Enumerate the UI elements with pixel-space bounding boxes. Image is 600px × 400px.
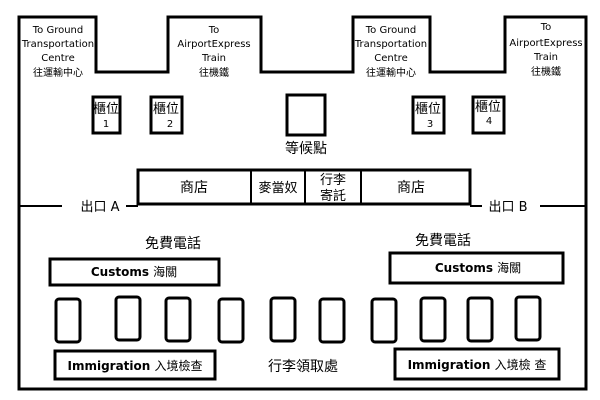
baggage-carousels — [54, 295, 542, 344]
counter-2: 櫃位 2 — [149, 95, 184, 135]
immigration-label-zh: 入境檢 查 — [495, 357, 547, 372]
exit-label-line: Transportation — [354, 39, 427, 50]
customs-label-en: Customs — [435, 261, 497, 275]
counter-number: 1 — [103, 119, 109, 130]
counter-box — [471, 95, 506, 135]
exit-airport-express-right: To AirportExpress Train 往機鐵 — [509, 22, 582, 78]
exit-label-line: 往機鐵 — [531, 65, 561, 78]
baggage-carousel — [370, 297, 398, 344]
customs-label-zh: 海關 — [497, 260, 521, 275]
counter-box — [91, 95, 122, 135]
exit-label-line: AirportExpress — [509, 38, 582, 49]
customs-label-zh: 海關 — [153, 264, 177, 279]
luggage-storage-label-line1: 行李 — [320, 173, 346, 188]
baggage-carousel — [114, 295, 142, 342]
immigration-box — [393, 347, 561, 381]
immigration-left: Immigration 入境檢查 — [53, 349, 217, 381]
baggage-carousel — [318, 297, 346, 344]
hall-outline — [17, 15, 588, 391]
exit-a-label: 出口 A — [80, 200, 119, 215]
customs-box — [388, 251, 565, 285]
meeting-point-box — [285, 93, 327, 137]
baggage-carousel — [54, 297, 82, 344]
exit-label-line: Transportation — [21, 39, 94, 50]
exit-label-line: AirportExpress — [177, 39, 250, 50]
counter-number: 2 — [167, 119, 173, 130]
exit-label-line: To — [208, 25, 220, 36]
baggage-claim-label: 行李領取處 — [268, 358, 338, 375]
immigration-right: Immigration 入境檢 查 — [393, 347, 561, 381]
baggage-carousel — [514, 295, 542, 342]
exit-label-line: Centre — [41, 53, 74, 64]
exit-label-line: Train — [533, 52, 558, 63]
customs-box — [48, 257, 221, 287]
counter-name: 櫃位 — [475, 100, 501, 115]
counter-name: 櫃位 — [415, 102, 441, 117]
exit-b-label: 出口 B — [488, 200, 527, 215]
exit-label-line: 往機鐵 — [199, 66, 229, 79]
immigration-label-zh: 入境檢查 — [155, 358, 203, 373]
exit-ground-transport-right: To Ground Transportation Centre 往運輸中心 — [354, 25, 427, 79]
baggage-carousel — [269, 296, 297, 343]
counter-1: 櫃位 1 — [91, 95, 122, 135]
exit-label-line: To Ground — [32, 25, 84, 36]
customs-label-en: Customs — [91, 265, 153, 279]
counter-number: 4 — [486, 116, 492, 127]
counter-box — [149, 95, 184, 135]
shop-left-label: 商店 — [180, 180, 208, 196]
customs-label: Customs 海關 — [91, 264, 177, 279]
exit-label-line: To Ground — [365, 25, 417, 36]
luggage-storage-label-line2: 寄託 — [320, 188, 346, 204]
counter-3: 櫃位 3 — [411, 95, 446, 135]
counter-name: 櫃位 — [93, 102, 119, 117]
customs-right: Customs 海關 — [388, 251, 565, 285]
customs-left: Customs 海關 — [48, 257, 221, 287]
baggage-carousel — [466, 296, 494, 343]
immigration-label-en: Immigration — [408, 358, 495, 372]
immigration-label-en: Immigration — [67, 359, 154, 373]
free-phone-right-label: 免費電話 — [415, 232, 471, 249]
exit-airport-express-left: To AirportExpress Train 往機鐵 — [177, 25, 250, 79]
customs-label: Customs 海關 — [435, 260, 521, 275]
shop-right-label: 商店 — [397, 180, 425, 196]
mcdonalds-label: 麥當奴 — [258, 180, 297, 196]
counter-box — [411, 95, 446, 135]
counter-4: 櫃位 4 — [471, 95, 506, 135]
counter-name: 櫃位 — [153, 102, 179, 117]
exit-label-line: 往運輸中心 — [33, 66, 83, 79]
meeting-point-label: 等候點 — [285, 140, 327, 157]
immigration-label: Immigration 入境檢 查 — [408, 357, 547, 372]
exit-label-line: Centre — [374, 53, 407, 64]
free-phone-left-label: 免費電話 — [145, 235, 201, 252]
baggage-carousel — [164, 296, 192, 343]
exit-label-line: To — [540, 22, 552, 33]
exit-ground-transport-left: To Ground Transportation Centre 往運輸中心 — [21, 25, 94, 79]
exit-label-line: Train — [201, 53, 226, 64]
baggage-carousel — [217, 297, 245, 344]
immigration-box — [53, 349, 217, 381]
exit-label-line: 往運輸中心 — [366, 66, 416, 79]
baggage-carousel — [419, 296, 447, 343]
immigration-label: Immigration 入境檢查 — [67, 358, 202, 373]
counter-number: 3 — [427, 119, 433, 130]
